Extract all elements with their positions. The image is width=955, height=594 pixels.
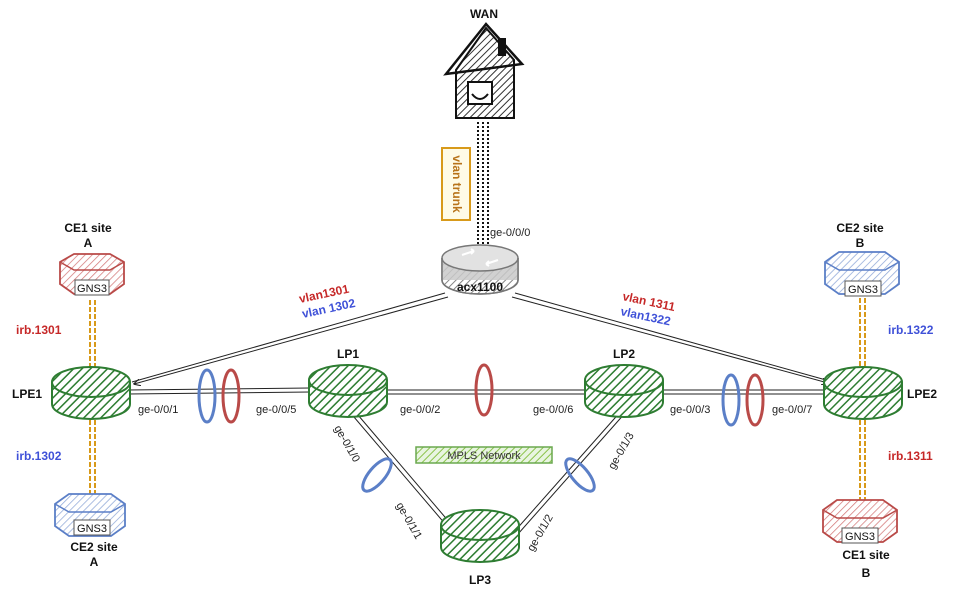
port-label: ge-0/1/2	[525, 513, 556, 554]
acx-to-lpe1-link	[131, 292, 449, 384]
mpls-network-label: MPLS Network	[447, 450, 521, 462]
port-label: ge-0/1/0	[331, 424, 362, 465]
port-label: ge-0/0/1	[138, 404, 178, 416]
ce2-site-b-subtitle: B	[856, 236, 865, 250]
lpe1-router[interactable]	[51, 366, 131, 420]
gns3-label: GNS3	[848, 284, 878, 296]
lp2-router[interactable]	[584, 364, 664, 418]
ce1a-lpe1-link	[89, 300, 96, 372]
acx1100-label: acx1100	[457, 280, 503, 294]
lp3-label: LP3	[469, 573, 491, 587]
port-label: ge-0/0/2	[400, 404, 440, 416]
ce1b-lpe2-link	[859, 420, 866, 500]
ce2-site-a-title: CE2 site	[70, 540, 118, 554]
vlan-ring-blue	[721, 373, 741, 427]
lp1-router[interactable]	[308, 364, 388, 418]
port-label: ge-0/0/5	[256, 404, 296, 416]
wan-trunk-link	[477, 122, 489, 248]
vlan-trunk-box: vlan trunk	[441, 147, 471, 221]
vlan-ring-red	[221, 368, 241, 424]
irb-label-ce1b: irb.1311	[888, 449, 933, 463]
ce1-site-a-router[interactable]: GNS3	[59, 253, 125, 296]
gns3-label: GNS3	[77, 283, 107, 295]
lp1-label: LP1	[337, 347, 359, 361]
ce1-site-b-title: CE1 site	[842, 548, 890, 562]
lpe1-lp1-link	[127, 387, 311, 395]
wan-label: WAN	[470, 7, 498, 21]
ce2a-lpe1-link	[89, 420, 96, 496]
lpe2-label: LPE2	[907, 387, 937, 401]
gns3-label: GNS3	[845, 531, 875, 543]
lpe2-router[interactable]	[823, 366, 903, 420]
irb-label-ce1a: irb.1301	[16, 323, 62, 337]
port-label: ge-0/0/6	[533, 404, 573, 416]
gns3-label: GNS3	[77, 523, 107, 535]
irb-label-ce2a: irb.1302	[16, 449, 62, 463]
vlan-ring-blue	[564, 457, 596, 493]
ce2b-lpe2-link	[859, 298, 866, 372]
wan-house-icon	[443, 22, 525, 119]
acx-to-lpe2-link	[511, 292, 828, 383]
ce2-site-b-router[interactable]: GNS3	[824, 251, 900, 297]
mpls-network-box: MPLS Network	[415, 446, 553, 464]
port-label: ge-0/1/3	[606, 431, 637, 472]
vlan-ring-blue	[197, 368, 217, 424]
ce1-site-a-subtitle: A	[84, 236, 93, 250]
lp1-lp3-link	[347, 407, 457, 533]
irb-label-ce2b: irb.1322	[888, 323, 934, 337]
ce2-site-b-title: CE2 site	[836, 221, 884, 235]
ce1-site-b-subtitle: B	[862, 566, 871, 580]
lp2-label: LP2	[613, 347, 635, 361]
port-label: ge-0/0/3	[670, 404, 710, 416]
ce2-site-a-router[interactable]: GNS3	[54, 493, 126, 537]
ce1-site-b-router[interactable]: GNS3	[822, 499, 898, 544]
vlan-ring-red	[745, 373, 765, 427]
wan-port-label: ge-0/0/0	[490, 227, 530, 239]
lp3-router[interactable]	[440, 509, 520, 563]
vlan-ring-red	[474, 363, 494, 417]
ce2-site-a-subtitle: A	[90, 555, 99, 569]
port-label: ge-0/0/7	[772, 404, 812, 416]
ce1-site-a-title: CE1 site	[64, 221, 112, 235]
vlan-ring-blue	[361, 457, 393, 493]
lp1-lp2-link	[388, 389, 588, 395]
acx1100-router[interactable]: acx1100	[441, 244, 519, 295]
port-label: ge-0/1/1	[393, 501, 424, 542]
vlan-trunk-label: vlan trunk	[450, 155, 464, 213]
lpe1-label: LPE1	[12, 387, 42, 401]
